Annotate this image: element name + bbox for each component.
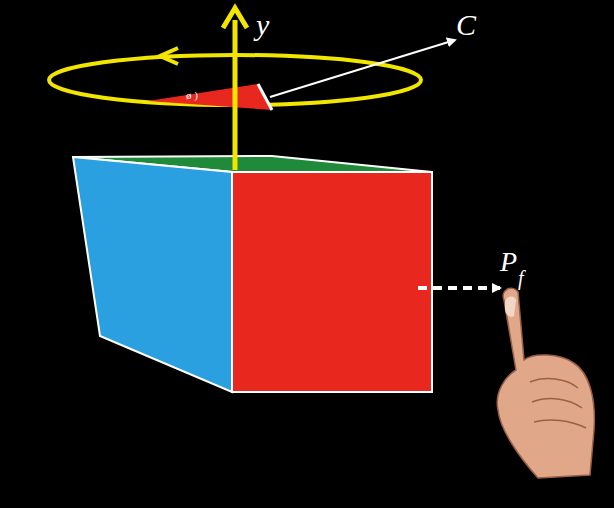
y-axis <box>233 20 238 170</box>
box-left-face <box>73 157 232 392</box>
wedge-edge <box>258 84 272 110</box>
box-front-face <box>232 172 432 392</box>
point-label: C <box>456 10 476 40</box>
push-arrow <box>418 286 500 290</box>
rotation-arrowhead <box>160 48 178 64</box>
leader-arrow <box>270 40 455 97</box>
axis-label: y <box>256 10 269 40</box>
hand <box>497 288 594 478</box>
y-axis-head <box>223 8 247 28</box>
force-subscript: f <box>518 268 524 288</box>
angle-wedge <box>148 84 272 110</box>
force-label: P <box>500 248 517 276</box>
angle-label: ø ) <box>186 90 198 101</box>
